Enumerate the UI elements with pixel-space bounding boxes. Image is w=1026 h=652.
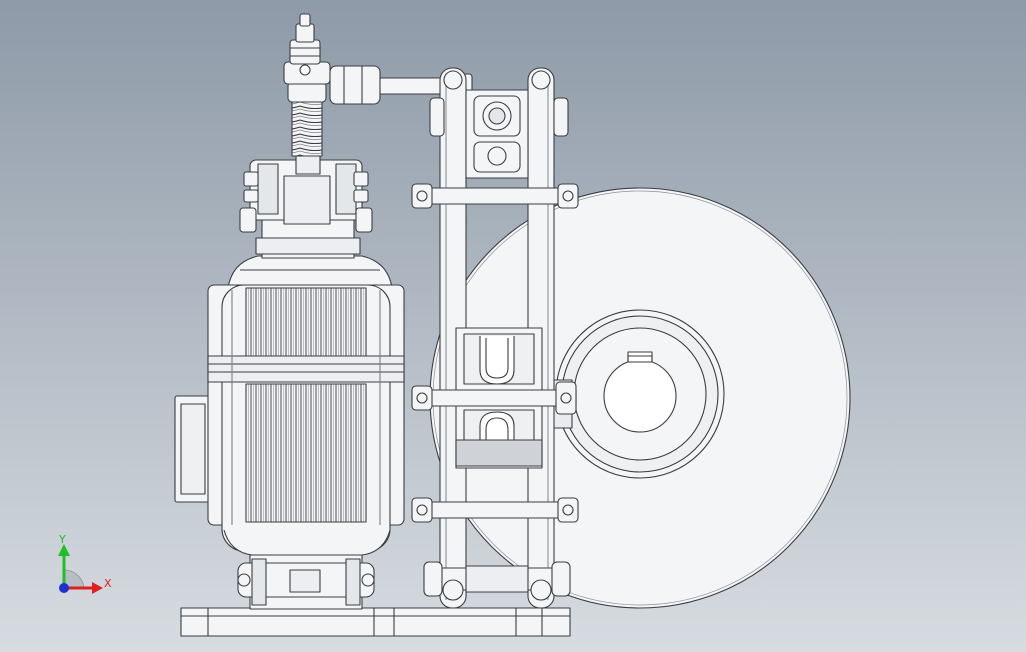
tie-rod-lower[interactable]	[411, 497, 579, 523]
tie-rod-middle[interactable]	[411, 381, 577, 415]
arm-foot-pivots	[442, 70, 552, 601]
triad-x-label: X	[104, 577, 112, 590]
tie-rod-upper[interactable]	[411, 183, 579, 209]
cooling-fins-upper	[245, 287, 367, 359]
disc-hub[interactable]	[547, 309, 725, 479]
top-yoke[interactable]	[239, 153, 373, 259]
thruster-motor[interactable]	[174, 255, 405, 556]
top-pivot-block[interactable]	[429, 89, 569, 179]
base-plate[interactable]	[180, 607, 571, 637]
triad-y-label: Y	[58, 533, 66, 546]
tie-rod-base[interactable]	[423, 561, 571, 597]
bottom-clevis[interactable]	[237, 554, 375, 610]
brake-spring[interactable]	[283, 13, 331, 157]
coordinate-triad-icon: Y X	[58, 533, 112, 594]
cooling-fins-lower	[245, 383, 367, 523]
brake-shoe-block[interactable]	[455, 327, 543, 469]
